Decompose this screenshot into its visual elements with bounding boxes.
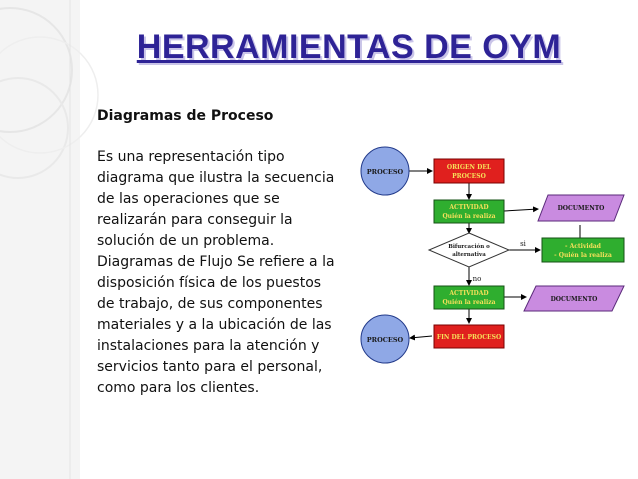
activity-box-1: ACTIVIDAD Quién la realiza xyxy=(433,199,505,224)
document-2-label: DOCUMENTO xyxy=(551,296,598,303)
end-circle-label: PROCESO xyxy=(367,336,404,344)
document-1-label: DOCUMENTO xyxy=(558,205,605,212)
decision-line-1: Bifurcación o xyxy=(448,243,490,250)
deco-circle-mid xyxy=(0,77,69,179)
body-paragraph: Es una representación tipo diagrama que … xyxy=(97,149,335,396)
side-activity-box: - Actividad - Quién la realiza xyxy=(541,237,625,263)
document-shape-2: DOCUMENTO xyxy=(523,285,625,312)
activity-1-line-2: Quién la realiza xyxy=(442,213,495,220)
left-gray-band xyxy=(0,0,80,479)
activity-2-line-2: Quién la realiza xyxy=(442,299,495,306)
yes-label: si xyxy=(520,240,527,248)
decision-diamond: Bifurcación o alternativa xyxy=(427,232,511,268)
deco-circle-top xyxy=(0,7,73,133)
end-box-label: FIN DEL PROCESO xyxy=(437,334,501,341)
no-label: no xyxy=(473,275,482,283)
end-process-circle: PROCESO xyxy=(360,314,410,364)
origin-box-line-1: ORIGEN DEL xyxy=(447,164,492,171)
side-activity-line-1: - Actividad xyxy=(565,243,602,250)
slide-title: HERRAMIENTAS DE OYM xyxy=(136,28,562,66)
deco-circle-right xyxy=(0,36,99,154)
section-subtitle: Diagramas de Proceso xyxy=(97,108,274,124)
start-process-circle: PROCESO xyxy=(360,146,410,196)
decision-line-2: alternativa xyxy=(452,252,486,258)
connector-activity-to-document xyxy=(503,206,539,213)
activity-2-line-1: ACTIVIDAD xyxy=(448,290,488,297)
origin-box-line-2: PROCESO xyxy=(452,173,486,180)
connector-end-to-circle xyxy=(409,334,433,341)
side-activity-line-2: - Quién la realiza xyxy=(554,252,612,259)
end-process-box: FIN DEL PROCESO xyxy=(433,324,505,349)
start-circle-label: PROCESO xyxy=(367,168,404,176)
process-flow-diagram: PROCESO ORIGEN DEL PROCESO ACTIVIDAD Qui… xyxy=(360,146,625,364)
activity-box-2: ACTIVIDAD Quién la realiza xyxy=(433,285,505,310)
activity-1-line-1: ACTIVIDAD xyxy=(448,204,488,211)
document-shape-1: DOCUMENTO xyxy=(537,194,625,222)
flow-connectors xyxy=(408,168,581,341)
origin-process-box: ORIGEN DEL PROCESO xyxy=(433,158,505,184)
